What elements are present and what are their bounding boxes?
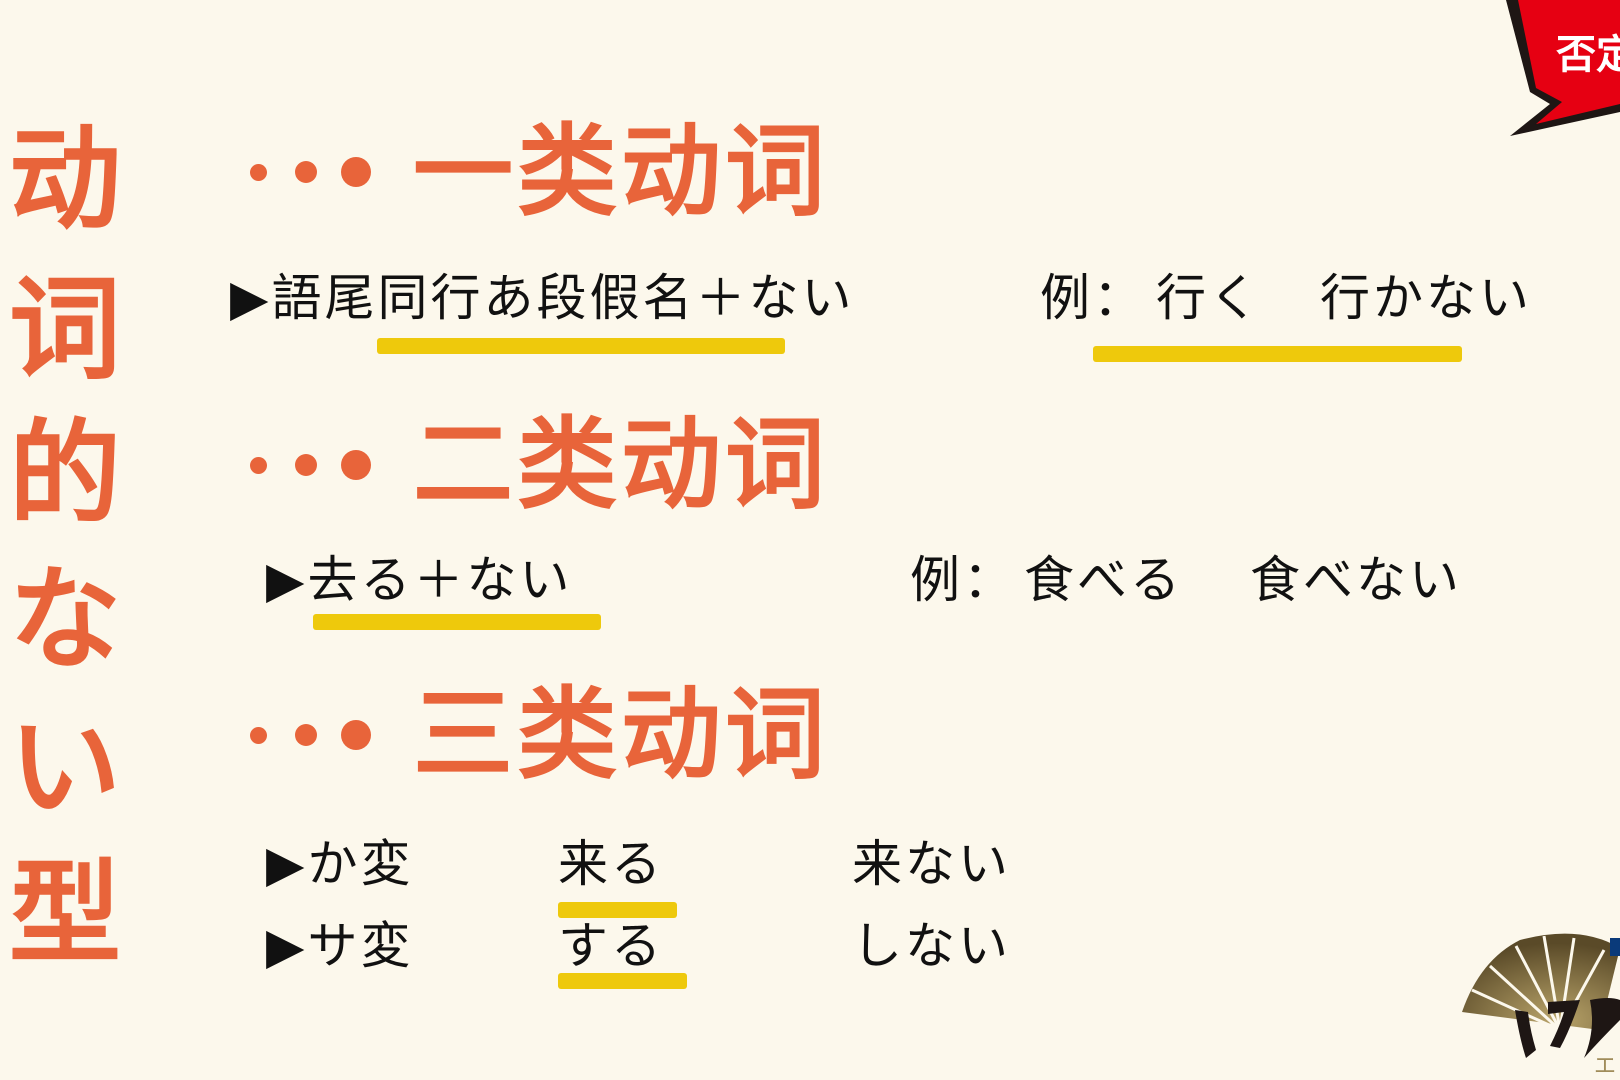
verb-base: 来る xyxy=(558,835,664,893)
title-char: 动 xyxy=(9,115,121,245)
speech-bubble-badge xyxy=(1506,0,1620,136)
dot-icon xyxy=(295,724,317,746)
verb-type: ▶サ変 xyxy=(266,917,414,975)
example-negative: 食べない xyxy=(1250,551,1462,609)
dot-icon xyxy=(341,720,371,750)
title-char: 的 xyxy=(9,409,121,539)
dot-icon xyxy=(295,161,317,183)
dot-icon xyxy=(341,450,371,480)
example-negative: 行かない xyxy=(1320,269,1532,327)
dot-icon xyxy=(250,164,267,181)
title-char: な xyxy=(9,555,121,685)
title-char: い xyxy=(9,703,121,833)
verb-type: ▶か変 xyxy=(266,835,414,893)
highlight-underline xyxy=(313,614,601,630)
verb-base: する xyxy=(558,917,664,975)
dot-icon xyxy=(295,454,317,476)
dot-icon xyxy=(250,727,267,744)
logo-sub-text: エ xyxy=(1594,1054,1617,1079)
badge-text: 否定 xyxy=(1556,32,1620,78)
dot-icon xyxy=(341,157,371,187)
highlight-underline xyxy=(1093,346,1462,362)
title-char: 型 xyxy=(9,849,121,979)
rule-text: ▶去る＋ない xyxy=(266,551,573,609)
fan-logo-icon xyxy=(1462,933,1620,1058)
dot-icon xyxy=(250,457,267,474)
example-base: 食べる xyxy=(1024,551,1183,609)
example-base: 行く xyxy=(1156,269,1262,327)
example-label: 例： xyxy=(910,551,1016,609)
highlight-underline xyxy=(558,973,687,989)
highlight-underline xyxy=(558,902,677,918)
section-heading: 一类动词 xyxy=(413,113,829,230)
title-char: 词 xyxy=(9,265,121,395)
section-heading: 三类动词 xyxy=(413,676,829,793)
highlight-underline xyxy=(377,338,785,354)
section-heading: 二类动词 xyxy=(413,406,829,523)
example-label: 例： xyxy=(1040,269,1146,327)
verb-negative: しない xyxy=(852,917,1011,975)
rule-text: ▶語尾同行あ段假名＋ない xyxy=(230,269,855,327)
verb-negative: 来ない xyxy=(852,835,1011,893)
